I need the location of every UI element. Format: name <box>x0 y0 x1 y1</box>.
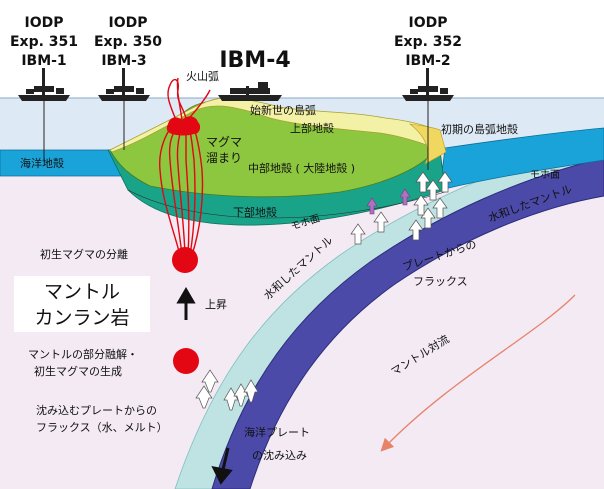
exp350-iodp: IODP <box>109 15 148 31</box>
mantle-rock-box <box>14 276 150 332</box>
label-partial-melting-1: マントルの部分融解・ <box>28 347 138 361</box>
ship-ibm3 <box>98 68 150 101</box>
label-partial-melting-2: 初生マグマの生成 <box>34 364 122 378</box>
exp351-iodp: IODP <box>25 15 64 31</box>
ship-ibm1 <box>18 68 70 101</box>
ibm4-site: IBM-4 <box>219 48 290 73</box>
subducting-slab <box>211 157 604 489</box>
purple-flux-arrows <box>366 188 411 215</box>
label-volcanic-arc: 火山弧 <box>186 69 219 83</box>
mantle-convection-arrow <box>380 294 576 452</box>
moho-line <box>127 189 446 219</box>
label-magma-chamber-2: 溜まり <box>206 150 242 165</box>
exp352-site: IBM-2 <box>405 53 450 69</box>
label-magma-chamber-1: マグマ <box>206 135 242 149</box>
ascent-arrow <box>176 287 196 320</box>
exp351-site: IBM-1 <box>21 53 66 69</box>
label-plate-flux-2: フラックス <box>413 275 468 288</box>
ship-ibm4 <box>218 82 282 101</box>
partial-melt-blob <box>173 348 199 374</box>
label-ascent: 上昇 <box>205 298 227 311</box>
label-slab-flux-2: フラックス（水、メルト） <box>36 421 168 434</box>
label-moho-right: モホ面 <box>530 169 560 181</box>
label-subduction-1: 海洋プレート <box>244 425 310 439</box>
label-lower-crust: 下部地殻 <box>233 205 277 219</box>
exp351-number: Exp. 351 <box>10 34 78 50</box>
label-subduction-2: の沈み込み <box>252 448 307 462</box>
slab-descent-arrow <box>211 447 233 485</box>
flux-arrows <box>195 171 453 411</box>
magma-chamber <box>166 116 201 136</box>
drill-pipes <box>43 95 429 170</box>
label-upper-crust: 上部地殻 <box>290 121 334 135</box>
label-early-arc-crust: 初期の島弧地殻 <box>441 122 518 136</box>
ship-ibm2 <box>402 68 454 101</box>
label-pliocene-arc: 始新世の島弧 <box>250 103 316 117</box>
exp350-number: Exp. 350 <box>94 34 162 50</box>
label-oceanic-crust: 海洋地殻 <box>20 156 64 170</box>
exp350-site: IBM-3 <box>101 53 146 69</box>
label-primary-magma-separation: 初生マグマの分離 <box>40 247 128 261</box>
primary-magma-blob <box>172 247 198 273</box>
label-mantle-rock-2: カンラン岩 <box>34 307 129 329</box>
upper-crust <box>109 97 441 153</box>
label-mantle-rock-1: マントル <box>44 281 120 303</box>
exp352-number: Exp. 352 <box>394 34 462 50</box>
oceanic-crust-right <box>439 127 604 191</box>
exp352-iodp: IODP <box>409 15 448 31</box>
label-slab-flux-1: 沈み込むプレートからの <box>36 403 157 417</box>
label-middle-crust: 中部地殻 ( 大陸地殻 ) <box>248 161 355 175</box>
